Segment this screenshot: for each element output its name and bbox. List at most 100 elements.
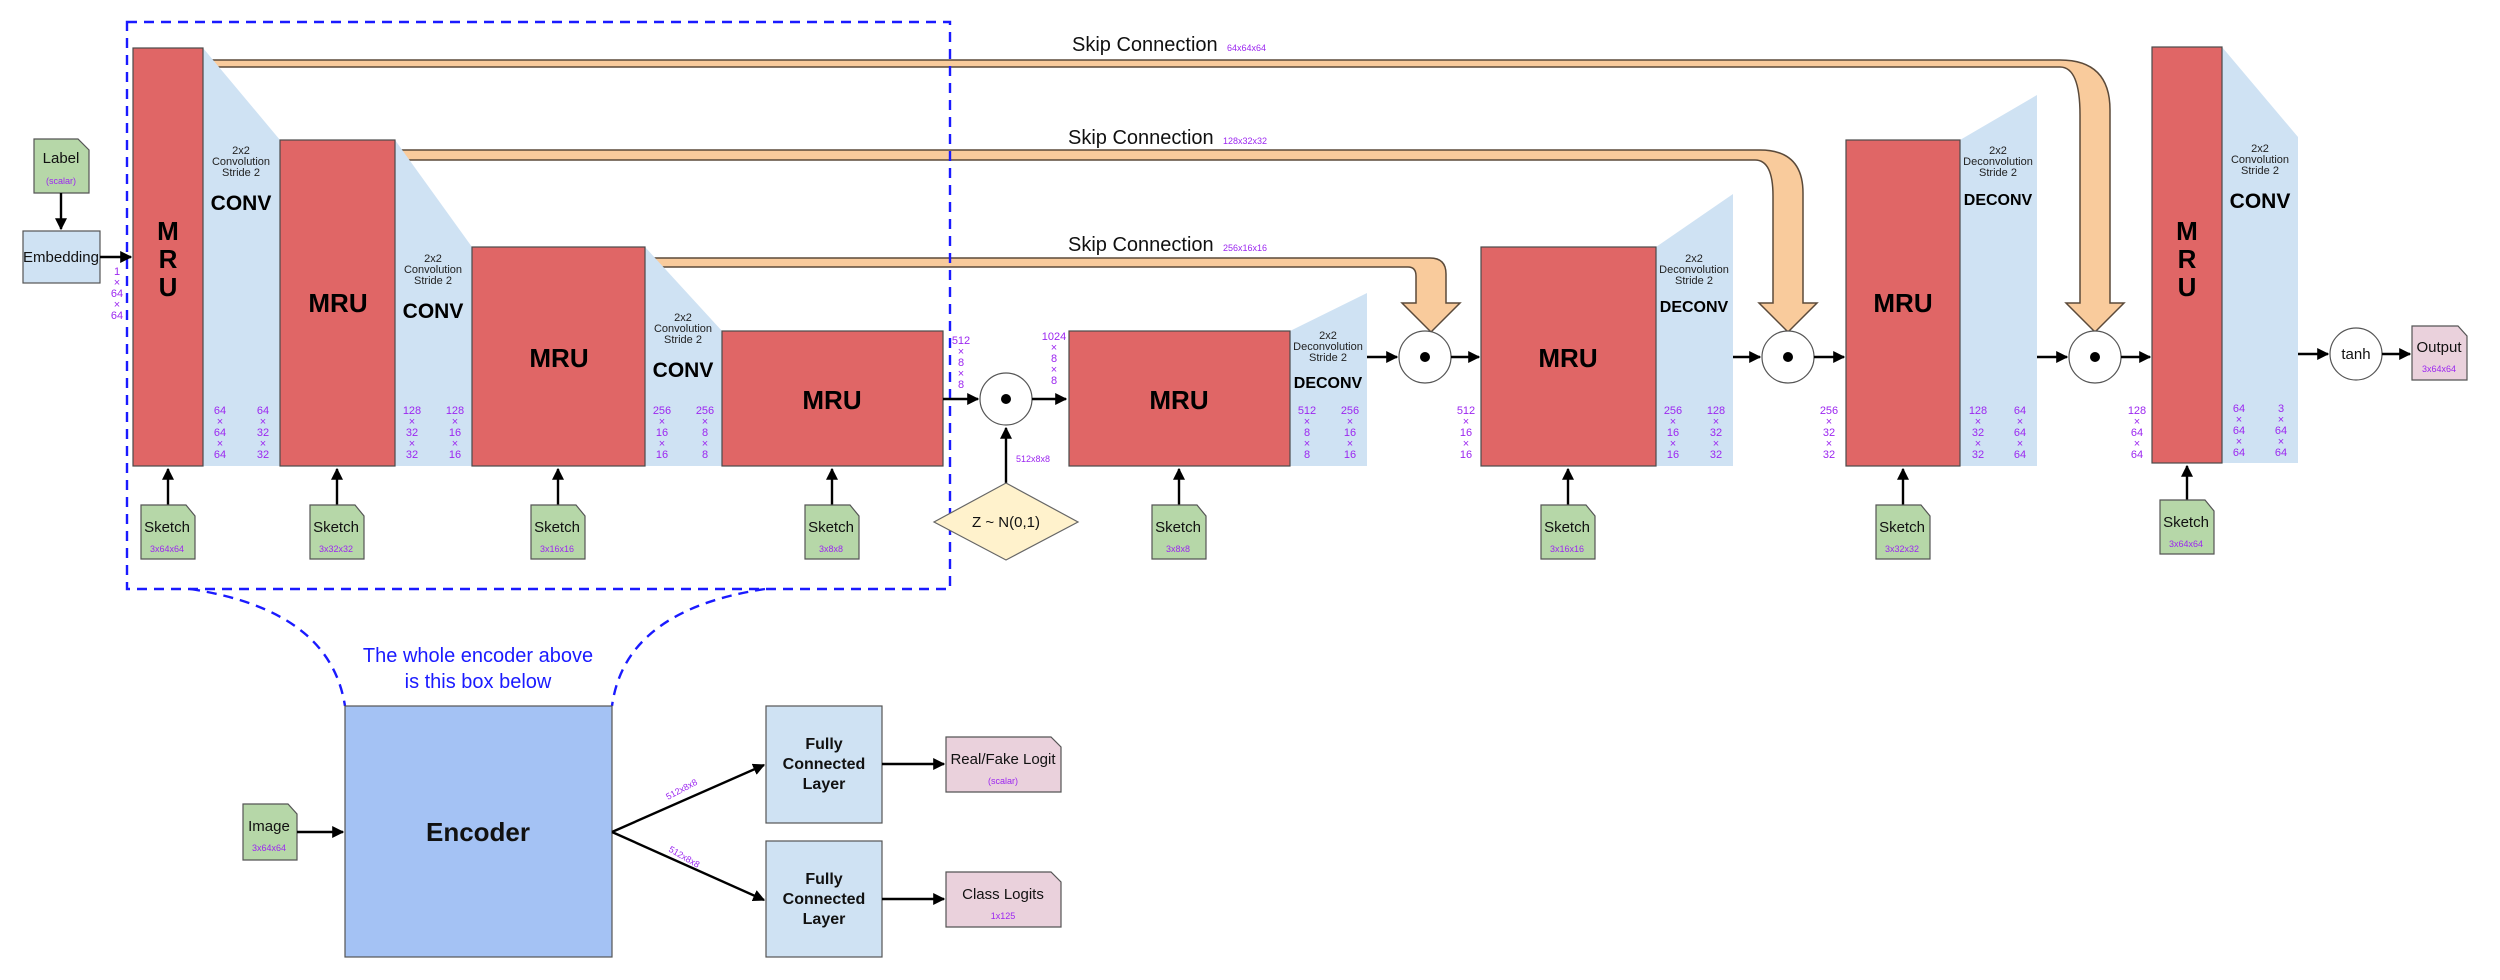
encoder-block-2: MRU 2x2 Convolution Stride 2 CONV 128 × …: [279, 139, 472, 467]
dim-text: ×: [409, 438, 415, 450]
mru-block-8: [2151, 46, 2223, 464]
output-title: Output: [2416, 339, 2462, 356]
dim-text: 32: [406, 449, 418, 461]
dim-text: 64: [2014, 427, 2026, 439]
mru-label: M: [157, 216, 179, 246]
op-desc: Stride 2: [2241, 165, 2279, 177]
annotation-line-1: The whole encoder above: [363, 645, 593, 667]
dim-text: 16: [1667, 427, 1679, 439]
deconv-layer-1: [1290, 293, 1367, 466]
dim-text: ×: [702, 438, 708, 450]
sketch-dim: 3x8x8: [1166, 544, 1190, 554]
concat-dim: 1024 × 8 × 8: [1042, 331, 1066, 387]
sketch-title: Sketch: [313, 519, 359, 536]
merge-node-1: [1398, 330, 1452, 384]
dim-text: 8: [958, 357, 964, 369]
in-dim: 64 × 64 × 64: [2233, 403, 2245, 459]
out-dim: 128 × 32 × 32: [1707, 405, 1725, 461]
dim-text: 256: [1820, 405, 1838, 417]
fc-label: Layer: [803, 776, 846, 793]
sketch-node: Sketch 3x32x32: [309, 504, 365, 560]
dim-text: 128: [1707, 405, 1725, 417]
dim-text: 256: [1664, 405, 1682, 417]
dim-text: 32: [1972, 427, 1984, 439]
dim-text: ×: [114, 277, 120, 289]
op-desc: Stride 2: [1309, 352, 1347, 364]
image-dim: 3x64x64: [252, 843, 286, 853]
mru-block-5: [1068, 330, 1291, 467]
conv-layer-1: [203, 48, 280, 466]
op-desc: Stride 2: [664, 334, 702, 346]
dim-text: 8: [958, 379, 964, 391]
mru-block-1: [132, 47, 204, 467]
dim-text: 512: [1457, 405, 1475, 417]
dim-text: ×: [409, 416, 415, 428]
sketch-title: Sketch: [144, 519, 190, 536]
encoder-block-3: MRU 2x2 Convolution Stride 2 CONV 256 × …: [471, 246, 722, 467]
label-sub: (scalar): [46, 176, 76, 186]
op-desc: 2x2: [232, 145, 250, 157]
encoder-to-fc2-arrow: [611, 830, 766, 902]
skip-connection-1-label: Skip Connection: [1072, 34, 1218, 56]
zoom-curve-left: [189, 587, 347, 707]
sketch-dim: 3x8x8: [819, 544, 843, 554]
label-title: Label: [43, 150, 80, 167]
dim-text: 8: [1304, 427, 1310, 439]
dim-text: 64: [214, 449, 226, 461]
noise-node: Z ~ N(0,1): [932, 482, 1080, 561]
dim-text: 16: [1344, 449, 1356, 461]
dim-text: 16: [1667, 449, 1679, 461]
fc-label: Fully: [805, 736, 842, 753]
mru-label: R: [2178, 244, 2197, 274]
embedding-dim: 1 × 64 × 64: [111, 266, 123, 322]
dim-text: ×: [260, 438, 266, 450]
dim-text: 256: [653, 405, 671, 417]
dim-text: ×: [452, 438, 458, 450]
dim-text: ×: [260, 416, 266, 428]
dim-text: 256: [1341, 405, 1359, 417]
branch-dim-2: 512x8x8: [667, 844, 701, 870]
dim-text: ×: [1463, 416, 1469, 428]
dim-text: ×: [2017, 416, 2023, 428]
sketch-title: Sketch: [1544, 519, 1590, 536]
sketch-dim: 3x32x32: [1885, 544, 1919, 554]
out-dim: 256 × 8 × 8: [696, 405, 714, 461]
dim-text: ×: [1347, 416, 1353, 428]
op-desc: Deconvolution: [1659, 264, 1729, 276]
tanh-label: tanh: [2341, 346, 2370, 363]
zoom-curve-right: [610, 587, 766, 707]
mru-block-2: [279, 139, 396, 467]
op-desc: 2x2: [1989, 145, 2007, 157]
head-dim: 1x125: [991, 911, 1016, 921]
pre-dim: 128 × 64 × 64: [2128, 405, 2146, 461]
dim-text: ×: [2017, 438, 2023, 450]
dim-text: ×: [659, 416, 665, 428]
branch-dim-1: 512x8x8: [664, 777, 699, 802]
in-dim: 512 × 8 × 8: [1298, 405, 1316, 461]
op-desc: 2x2: [424, 253, 442, 265]
dim-text: ×: [1051, 364, 1057, 376]
op-desc: Convolution: [654, 323, 712, 335]
dim-text: 32: [1823, 449, 1835, 461]
dim-text: ×: [958, 346, 964, 358]
dim-text: 64: [2014, 449, 2026, 461]
dim-text: ×: [217, 416, 223, 428]
conv-layer-final: [2222, 47, 2298, 463]
sketch-node: Sketch 3x64x64: [2159, 499, 2215, 555]
dim-text: 8: [1051, 353, 1057, 365]
conv-layer-3: [645, 247, 722, 466]
output-node: Output 3x64x64: [2411, 325, 2468, 381]
op-desc: Convolution: [2231, 154, 2289, 166]
decoder-block-3: MRU 2x2 Deconvolution Stride 2 DECONV 12…: [1845, 95, 2037, 467]
dim-text: ×: [2134, 416, 2140, 428]
mru-label: MRU: [1538, 343, 1597, 373]
conv-layer-2: [395, 140, 472, 466]
fc-layer-2: Fully Connected Layer: [765, 840, 883, 958]
skip-connection-3-dim: 256x16x16: [1223, 243, 1267, 253]
image-input-node: Image 3x64x64: [242, 803, 298, 861]
sketch-node: Sketch 3x16x16: [530, 504, 586, 560]
real-fake-logit-node: Real/Fake Logit (scalar): [945, 736, 1062, 793]
dim-text: 64: [2131, 427, 2143, 439]
dim-text: ×: [2236, 414, 2242, 426]
